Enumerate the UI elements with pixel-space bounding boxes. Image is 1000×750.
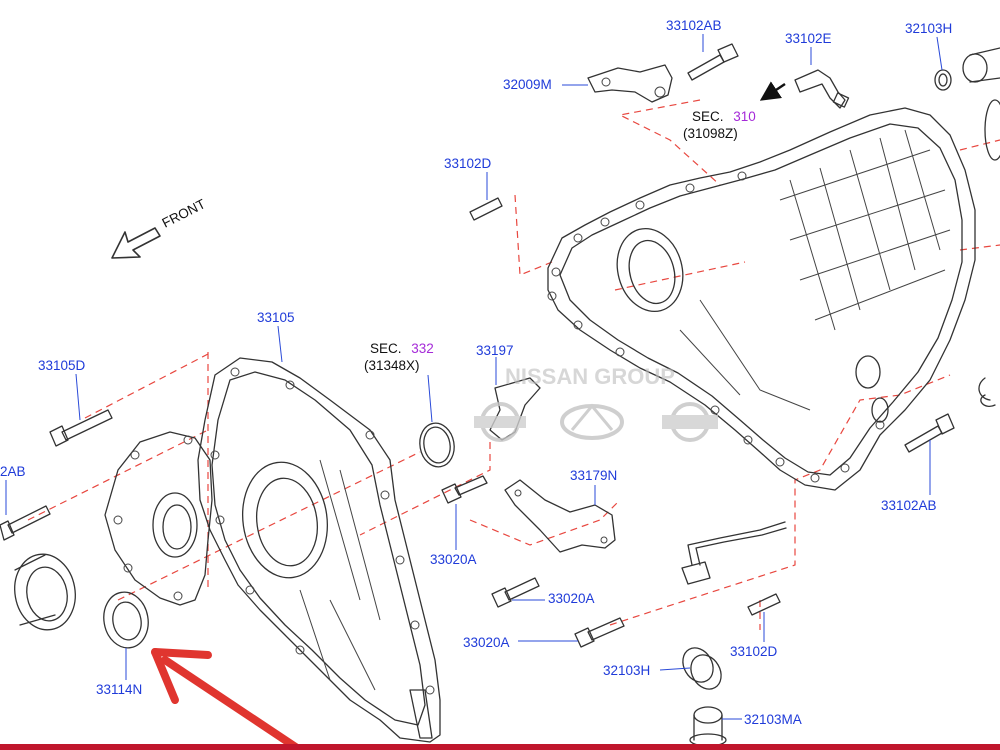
part-33020a-bolt-2 (491, 577, 540, 608)
label-33179n: 33179N (570, 468, 617, 483)
rear-adapter-plate (104, 431, 213, 606)
leader-lines (5, 34, 943, 720)
part-33114n-seal (103, 591, 149, 649)
part-labels: 33102AB 33102E 32103H 32009M 33102D 3310… (0, 18, 952, 727)
sec-310-number: 310 (733, 109, 756, 124)
front-label: FRONT (160, 196, 208, 230)
part-33102ab-top-bolt (687, 43, 739, 81)
label-33020a-3: 33020A (463, 635, 510, 650)
label-33105: 33105 (257, 310, 295, 325)
front-arrow-icon: FRONT (111, 196, 208, 259)
label-33197: 33197 (476, 343, 514, 358)
part-33105d-bolt (49, 409, 113, 447)
front-cover-housing-33105 (197, 357, 441, 743)
part-32103h-bottom-seal (682, 647, 722, 690)
svg-text:SEC. 310: SEC. 310 (692, 109, 756, 124)
transfer-case-housing (547, 107, 976, 491)
dashed-guides (27, 99, 1000, 630)
left-oil-seal (14, 553, 76, 631)
datsun-logo-icon (662, 402, 718, 442)
sec-310-prefix: SEC. (692, 109, 724, 124)
label-33102ab-right: 33102AB (881, 498, 937, 513)
part-32009m-bracket (587, 64, 673, 103)
label-33105d: 33105D (38, 358, 86, 373)
part-33020a-bolt-1 (441, 475, 488, 504)
label-32103ma: 32103MA (744, 712, 802, 727)
watermark: NISSAN GROUP (474, 364, 718, 442)
sec-310-callout: SEC. 310 (31098Z) (683, 109, 756, 141)
vent-hose (681, 521, 787, 585)
sec-310-ref: (31098Z) (683, 126, 738, 141)
part-2ab-bolt (0, 505, 51, 541)
label-33020a-1: 33020A (430, 552, 477, 567)
label-32103h-top: 32103H (905, 21, 952, 36)
svg-text:SEC. 332: SEC. 332 (370, 341, 434, 356)
right-clip-partial (978, 377, 996, 407)
red-pointer-arrow-icon (151, 648, 304, 750)
part-33102e-breather (794, 69, 850, 109)
label-33102d-top: 33102D (444, 156, 492, 171)
sec-332-number: 332 (411, 341, 434, 356)
infiniti-logo-icon (560, 403, 624, 440)
part-32103h-top-seal (934, 69, 952, 91)
part-33179n-bracket (504, 479, 616, 553)
label-32009m: 32009M (503, 77, 552, 92)
sec-310-arrow-icon (759, 81, 786, 101)
label-33102e: 33102E (785, 31, 832, 46)
output-flange-partial (962, 47, 1000, 161)
sec-332-ref: (31348X) (364, 358, 420, 373)
label-33114n: 33114N (96, 682, 142, 697)
part-33102ab-right-bolt (904, 413, 955, 453)
part-32103ma-flange (689, 706, 727, 747)
sec-332-oring (419, 422, 455, 468)
part-33102d-top-stud (469, 197, 503, 221)
label-33020a-2: 33020A (548, 591, 595, 606)
part-33102d-bottom-stud (747, 593, 781, 616)
label-2ab: 2AB (0, 464, 26, 479)
label-32103h-bottom: 32103H (603, 663, 650, 678)
sec-332-callout: SEC. 332 (31348X) (364, 341, 434, 373)
label-33102d-bottom: 33102D (730, 644, 778, 659)
part-33020a-bolt-3 (574, 617, 625, 648)
label-33102ab-top: 33102AB (666, 18, 722, 33)
nissan-logo-icon (474, 402, 526, 442)
sec-332-prefix: SEC. (370, 341, 402, 356)
watermark-text: NISSAN GROUP (505, 364, 675, 389)
bottom-bar (0, 744, 1000, 750)
